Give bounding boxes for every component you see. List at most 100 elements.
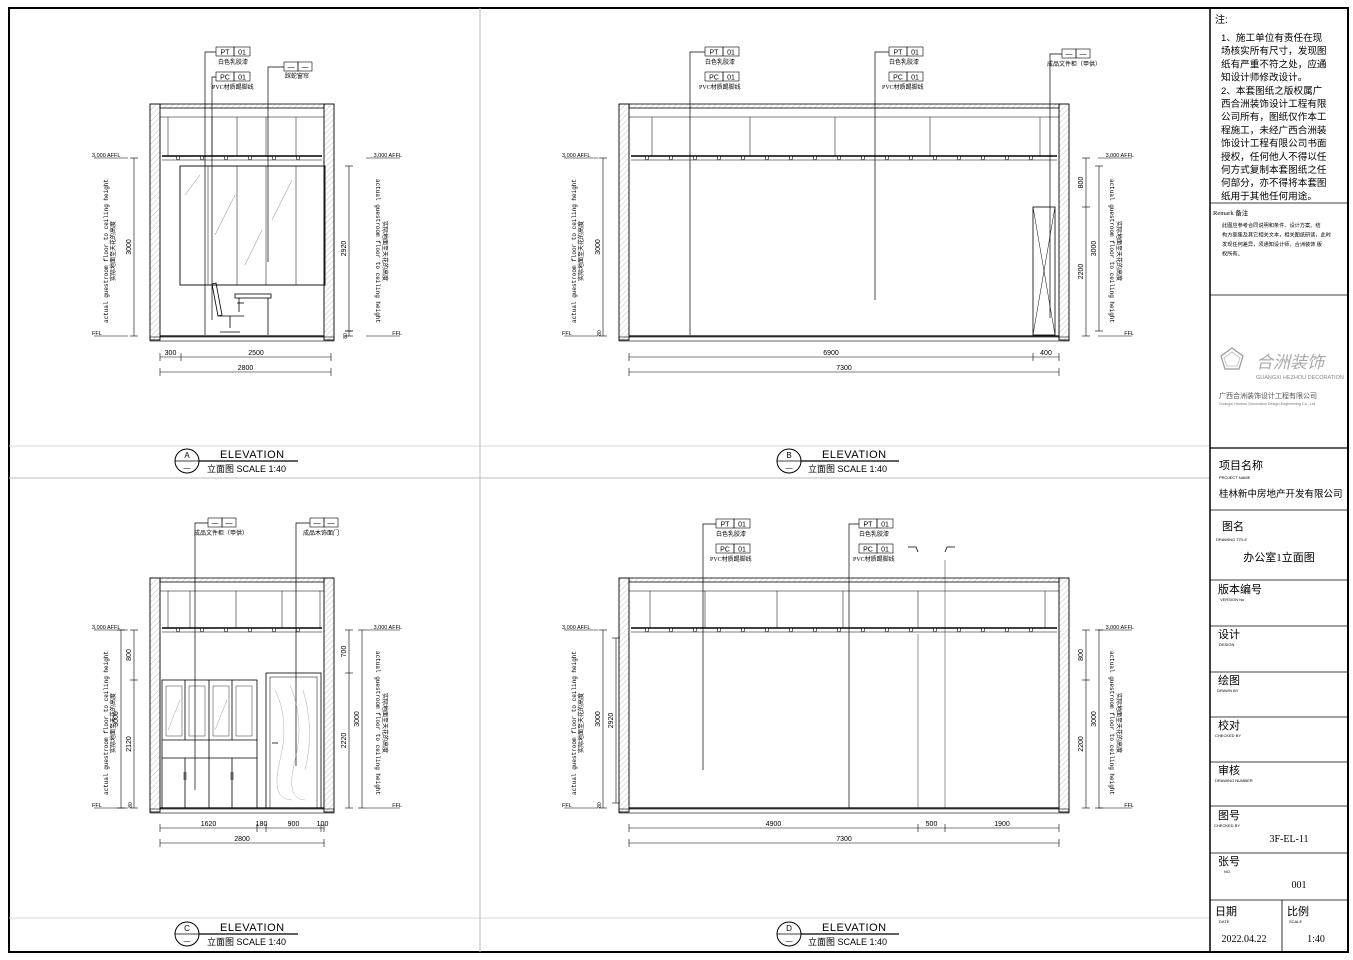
svg-text:实际地面至天花的高度: 实际地面至天花的高度 [1115,693,1123,753]
dim-label: 2120 [126,736,133,752]
svg-text:actual guestroom floor to ceil: actual guestroom floor to ceiling height [374,651,381,795]
svg-text:白色乳胶漆: 白色乳胶漆 [889,58,919,66]
level-afl: 3,000 AFFL [92,153,120,159]
svg-text:actual guestroom floor to ceil: actual guestroom floor to ceiling height [103,179,110,323]
wall-right [323,577,335,813]
svg-text:实际地面至天花的高度: 实际地面至天花的高度 [577,221,585,281]
track-clip [1004,155,1010,161]
dim-label: 800 [1078,649,1085,661]
level-ffl: FFL [1124,331,1134,337]
svg-text:成品文件柜（甲供）: 成品文件柜（甲供） [1047,60,1101,68]
slab-hatch [159,103,325,109]
svg-text:—: — [1080,51,1087,58]
dim-label: 2920 [608,713,615,729]
wall-right [323,103,335,341]
svg-text:办公室1立面图: 办公室1立面图 [1243,550,1315,564]
svg-text:成品文件柜（甲供）: 成品文件柜（甲供） [194,529,248,537]
dim-label: 900 [288,821,300,828]
track-clip [295,155,301,161]
track-clip [716,627,722,633]
svg-text:PC: PC [220,75,230,82]
svg-text:实际地面至天花的高度: 实际地面至天花的高度 [109,221,117,281]
dim-label: 80 [128,802,134,808]
slab-hatch [159,577,325,583]
floor-strip [618,808,1070,814]
svg-text:01: 01 [727,75,735,82]
svg-text:01: 01 [881,547,889,554]
svg-text:01: 01 [738,522,746,529]
scale-cell: 比例 SCALE 1:40 [1287,904,1325,945]
svg-text:PC: PC [863,547,873,554]
dim-label: 400 [1040,350,1052,357]
track-clip [860,627,866,633]
svg-text:PVC材质踢脚线: PVC材质踢脚线 [212,83,254,91]
file-cabinet [161,679,258,809]
sheet-border [8,7,1349,953]
track-clip [764,155,770,161]
company-logo: 合洲装饰 GUANGXI HEZHOU DECORATION 广西合洲装饰设计工… [1219,347,1344,406]
track-clip [247,155,253,161]
track-clip [884,155,890,161]
svg-text:广西合洲装饰设计工程有限公司: 广西合洲装饰设计工程有限公司 [1219,391,1317,400]
dim-label: 80 [597,802,603,808]
level-ffl: FFL [562,331,572,337]
track-clip [908,627,914,633]
svg-text:—: — [184,465,191,472]
level-afl: 3,000 AFFL [562,153,590,159]
svg-text:actual guestroom floor to ceil: actual guestroom floor to ceiling height [103,651,110,795]
level-ffl: FFL [392,803,402,809]
svg-text:2022.04.22: 2022.04.22 [1222,934,1267,945]
wall-left [618,577,630,813]
track-clip [199,155,205,161]
dim-total: 7300 [836,365,852,372]
svg-text:图名: 图名 [1222,519,1244,533]
svg-text:ELEVATION: ELEVATION [220,922,285,934]
svg-text:项目名称: 项目名称 [1219,458,1263,472]
svg-text:立面图 SCALE 1:40: 立面图 SCALE 1:40 [207,463,286,474]
elevation-view-a: PT 01 白色乳胶漆 PC 01 PVC材质踢脚线 — — 踩蛇窗帘 [92,46,402,474]
svg-text:DRAWN BY: DRAWN BY [1217,688,1239,693]
view-d-title: D — ELEVATION 立面图 SCALE 1:40 [776,921,899,947]
track-clip [932,155,938,161]
track-clip [271,627,277,633]
dim-label: 2220 [341,733,348,749]
slab-hatch [628,577,1060,583]
svg-text:01: 01 [238,75,246,82]
track-clip [175,155,181,161]
track-clip [812,627,818,633]
track-clip [692,627,698,633]
note-line: 授权，任何他人不得以任 [1221,151,1327,163]
level-afl: 3,000 AFFL [1106,153,1134,159]
svg-text:—: — [314,520,321,527]
dim-label: 1620 [201,821,217,828]
level-afl: 3,000 AFFL [92,625,120,631]
dim-label: 300 [165,350,177,357]
note-line: 纸用于其他任何用途。 [1221,190,1317,202]
svg-text:桂林新中房地产开发有限公司: 桂林新中房地产开发有限公司 [1219,488,1343,500]
elevation-view-b: PT 01 白色乳胶漆 PC 01 PVC材质踢脚线 PT 01 白色乳胶漆 P… [562,46,1134,474]
svg-text:C: C [184,924,190,933]
dim-label: 80 [343,333,349,339]
svg-text:PT: PT [864,522,874,529]
track-clip [980,627,986,633]
dim-label: 800 [1078,177,1085,189]
desk-and-chair [211,282,272,335]
dim-label: 500 [926,821,938,828]
svg-text:VERSION No: VERSION No [1220,597,1245,602]
svg-text:日期: 日期 [1215,905,1237,918]
note-line: 纸有严重不符之处，应通 [1221,58,1327,70]
level-ffl: FFL [392,331,402,337]
svg-text:白色乳胶漆: 白色乳胶漆 [716,530,746,538]
dim-label: 2920 [341,241,348,257]
svg-text:实际地面至天花的高度: 实际地面至天花的高度 [109,693,117,753]
track-clip [812,155,818,161]
svg-text:3F-EL-11: 3F-EL-11 [1269,834,1308,845]
view-a-title: A — ELEVATION 立面图 SCALE 1:40 [174,448,298,474]
svg-text:—: — [212,520,219,527]
remark-line: 权所有。 [1222,250,1243,258]
track-clip [668,155,674,161]
track-clip [223,155,229,161]
note-line: 程施工，未经广西合洲装 [1221,124,1327,136]
dim-total: 2800 [234,836,250,843]
svg-text:PT: PT [721,522,731,529]
